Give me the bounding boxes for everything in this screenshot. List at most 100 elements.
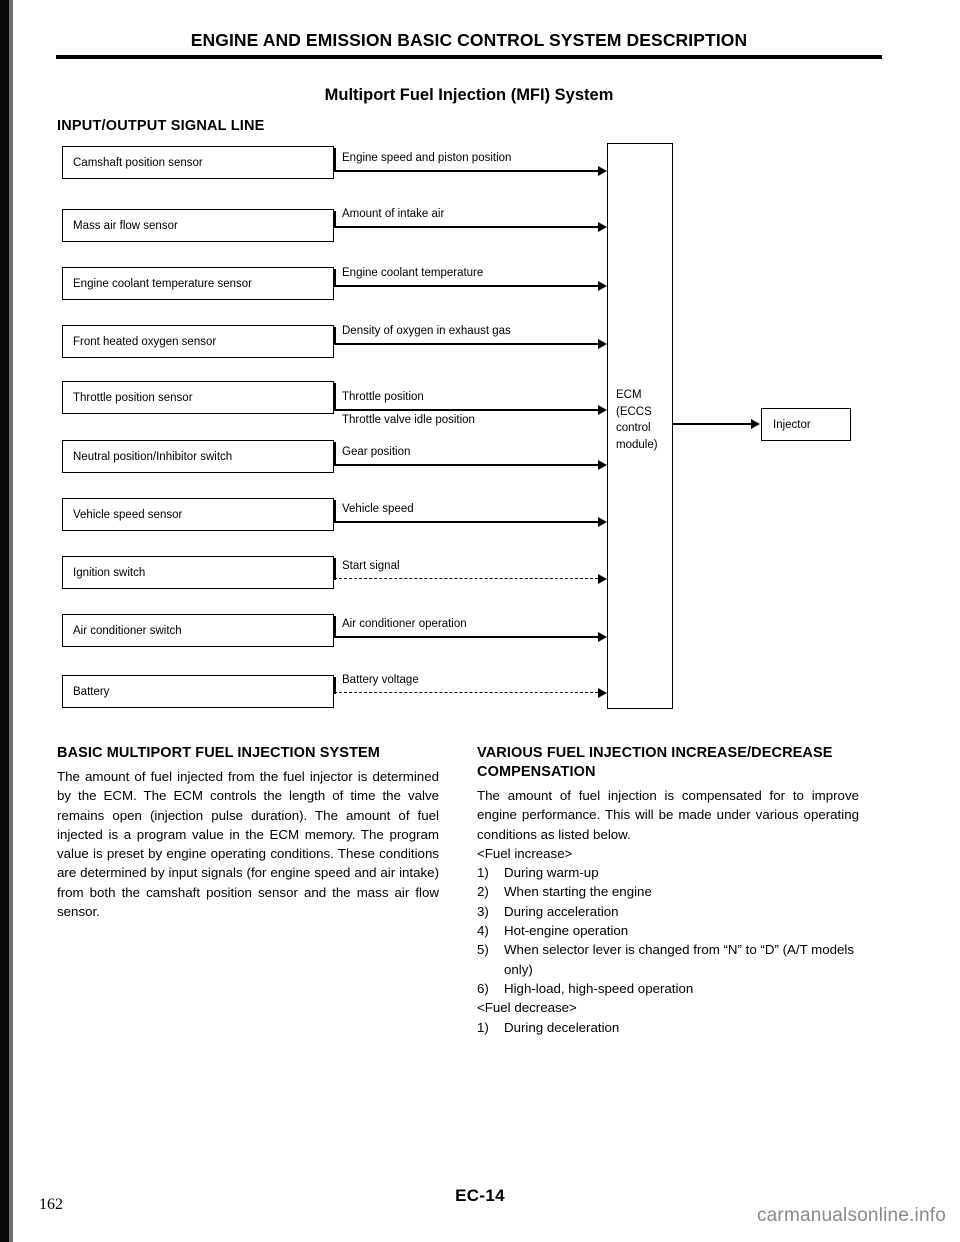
signal-arrow-icon — [598, 460, 607, 470]
sensor-block-label: Air conditioner switch — [73, 624, 182, 637]
sensor-block-label: Throttle position sensor — [73, 391, 193, 404]
list-item-number: 6) — [477, 980, 489, 996]
signal-line — [334, 464, 598, 466]
list-item: 4)Hot-engine operation — [477, 921, 859, 940]
list-item-text: During warm-up — [504, 865, 599, 881]
fuel-decrease-marker: <Fuel decrease> — [477, 1000, 577, 1016]
signal-connector-stub — [334, 442, 336, 466]
right-column-paragraph: The amount of fuel injection is compensa… — [477, 788, 859, 842]
signal-connector-stub — [334, 269, 336, 287]
left-column-paragraph: The amount of fuel injected from the fue… — [57, 769, 439, 920]
signal-arrow-icon — [598, 222, 607, 232]
signal-connector-stub — [334, 327, 336, 345]
list-item-number: 1) — [477, 865, 489, 881]
scan-edge-artifact-soft — [9, 0, 13, 1242]
signal-label-secondary: Throttle valve idle position — [342, 414, 475, 426]
sensor-block-label: Camshaft position sensor — [73, 156, 203, 169]
signal-label: Start signal — [342, 560, 400, 572]
list-item: 3) During acceleration — [477, 902, 859, 921]
signal-label: Air conditioner operation — [342, 618, 467, 630]
site-watermark: carmanualsonline.info — [756, 1205, 946, 1226]
signal-connector-stub — [334, 211, 336, 228]
signal-arrow-icon — [598, 405, 607, 415]
fuel-increase-marker: <Fuel increase> — [477, 845, 573, 861]
ecm-block-label: ECM (ECCS control module) — [616, 387, 658, 453]
sensor-block: Camshaft position sensor — [62, 146, 334, 179]
list-item: 5)When selector lever is changed from “N… — [477, 940, 859, 979]
signal-arrow-icon — [598, 632, 607, 642]
list-item-text: High-load, high-speed operation — [504, 980, 694, 996]
ecm-label-line-2: (ECCS — [616, 405, 652, 418]
signal-label: Vehicle speed — [342, 503, 414, 515]
page-number: 162 — [39, 1196, 63, 1213]
signal-label: Amount of intake air — [342, 208, 445, 220]
ecm-label-line-1: ECM — [616, 389, 642, 401]
list-item: 6) High-load, high-speed operation — [477, 979, 859, 998]
folio-code: EC-14 — [455, 1186, 505, 1205]
sensor-block-label: Neutral position/Inhibitor switch — [73, 450, 233, 463]
list-item-text: During acceleration — [504, 903, 619, 919]
sensor-block-label: Vehicle speed sensor — [73, 508, 183, 521]
signal-arrow-icon — [598, 339, 607, 349]
signal-line — [334, 692, 598, 693]
list-item-number: 3) — [477, 903, 489, 919]
list-item: 2)When starting the engine — [477, 882, 859, 901]
signal-connector-stub — [334, 500, 336, 523]
signal-line — [334, 343, 598, 345]
sensor-block: Neutral position/Inhibitor switch — [62, 440, 334, 473]
left-text-column: BASIC MULTIPORT FUEL INJECTION SYSTEM Th… — [57, 744, 439, 921]
injector-block-label: Injector — [773, 418, 811, 431]
signal-label: Throttle position — [342, 391, 424, 403]
list-item-number: 2) — [477, 884, 489, 900]
sensor-block: Ignition switch — [62, 556, 334, 589]
scan-edge-artifact — [0, 0, 9, 1242]
section-title: Multiport Fuel Injection (MFI) System — [324, 86, 614, 104]
signal-line — [334, 578, 598, 579]
signal-arrow-icon — [598, 574, 607, 584]
ecm-block: ECM (ECCS control module) — [607, 143, 673, 709]
signal-arrow-icon — [598, 166, 607, 176]
signal-line — [334, 226, 598, 228]
sensor-block-label: Front heated oxygen sensor — [73, 335, 217, 348]
signal-line — [334, 521, 598, 523]
signal-connector-stub — [334, 558, 336, 580]
list-item-number: 4) — [477, 923, 489, 939]
document-title: ENGINE AND EMISSION BASIC CONTROL SYSTEM… — [190, 30, 748, 50]
header-rule — [56, 55, 882, 59]
signal-connector-stub — [334, 383, 336, 411]
right-column-heading: VARIOUS FUEL INJECTION INCREASE/DECREASE… — [477, 745, 833, 780]
sensor-block: Vehicle speed sensor — [62, 498, 334, 531]
sensor-block: Air conditioner switch — [62, 614, 334, 647]
signal-label: Density of oxygen in exhaust gas — [342, 325, 511, 337]
list-item-number: 5) — [477, 942, 489, 958]
signal-connector-stub — [334, 677, 336, 694]
signal-arrow-icon — [598, 517, 607, 527]
signal-connector-stub — [334, 148, 336, 172]
list-item: 1) During deceleration — [477, 1018, 859, 1037]
list-item-text: During deceleration — [504, 1019, 620, 1035]
signal-line — [334, 170, 598, 172]
subsection-title: INPUT/OUTPUT SIGNAL LINE — [57, 118, 265, 134]
signal-line — [334, 285, 598, 287]
sensor-block: Engine coolant temperature sensor — [62, 267, 334, 300]
list-item: 1) During warm-up — [477, 863, 859, 882]
signal-line — [334, 636, 598, 638]
ecm-label-line-3: control — [616, 422, 651, 434]
sensor-block-label: Engine coolant temperature sensor — [73, 277, 252, 290]
sensor-block-label: Ignition switch — [73, 566, 146, 579]
sensor-block: Front heated oxygen sensor — [62, 325, 334, 358]
sensor-block-label: Battery — [73, 685, 110, 698]
ecm-label-line-4: module) — [616, 438, 658, 451]
sensor-block-label: Mass air flow sensor — [73, 219, 178, 232]
ecm-to-injector-arrow-icon — [751, 419, 760, 429]
list-item-number: 1) — [477, 1019, 489, 1035]
signal-label: Engine coolant temperature — [342, 267, 484, 279]
sensor-block: Mass air flow sensor — [62, 209, 334, 242]
signal-label: Engine speed and piston position — [342, 152, 512, 164]
injector-block: Injector — [761, 408, 851, 441]
left-column-heading: BASIC MULTIPORT FUEL INJECTION SYSTEM — [57, 745, 380, 761]
signal-label: Gear position — [342, 446, 411, 458]
